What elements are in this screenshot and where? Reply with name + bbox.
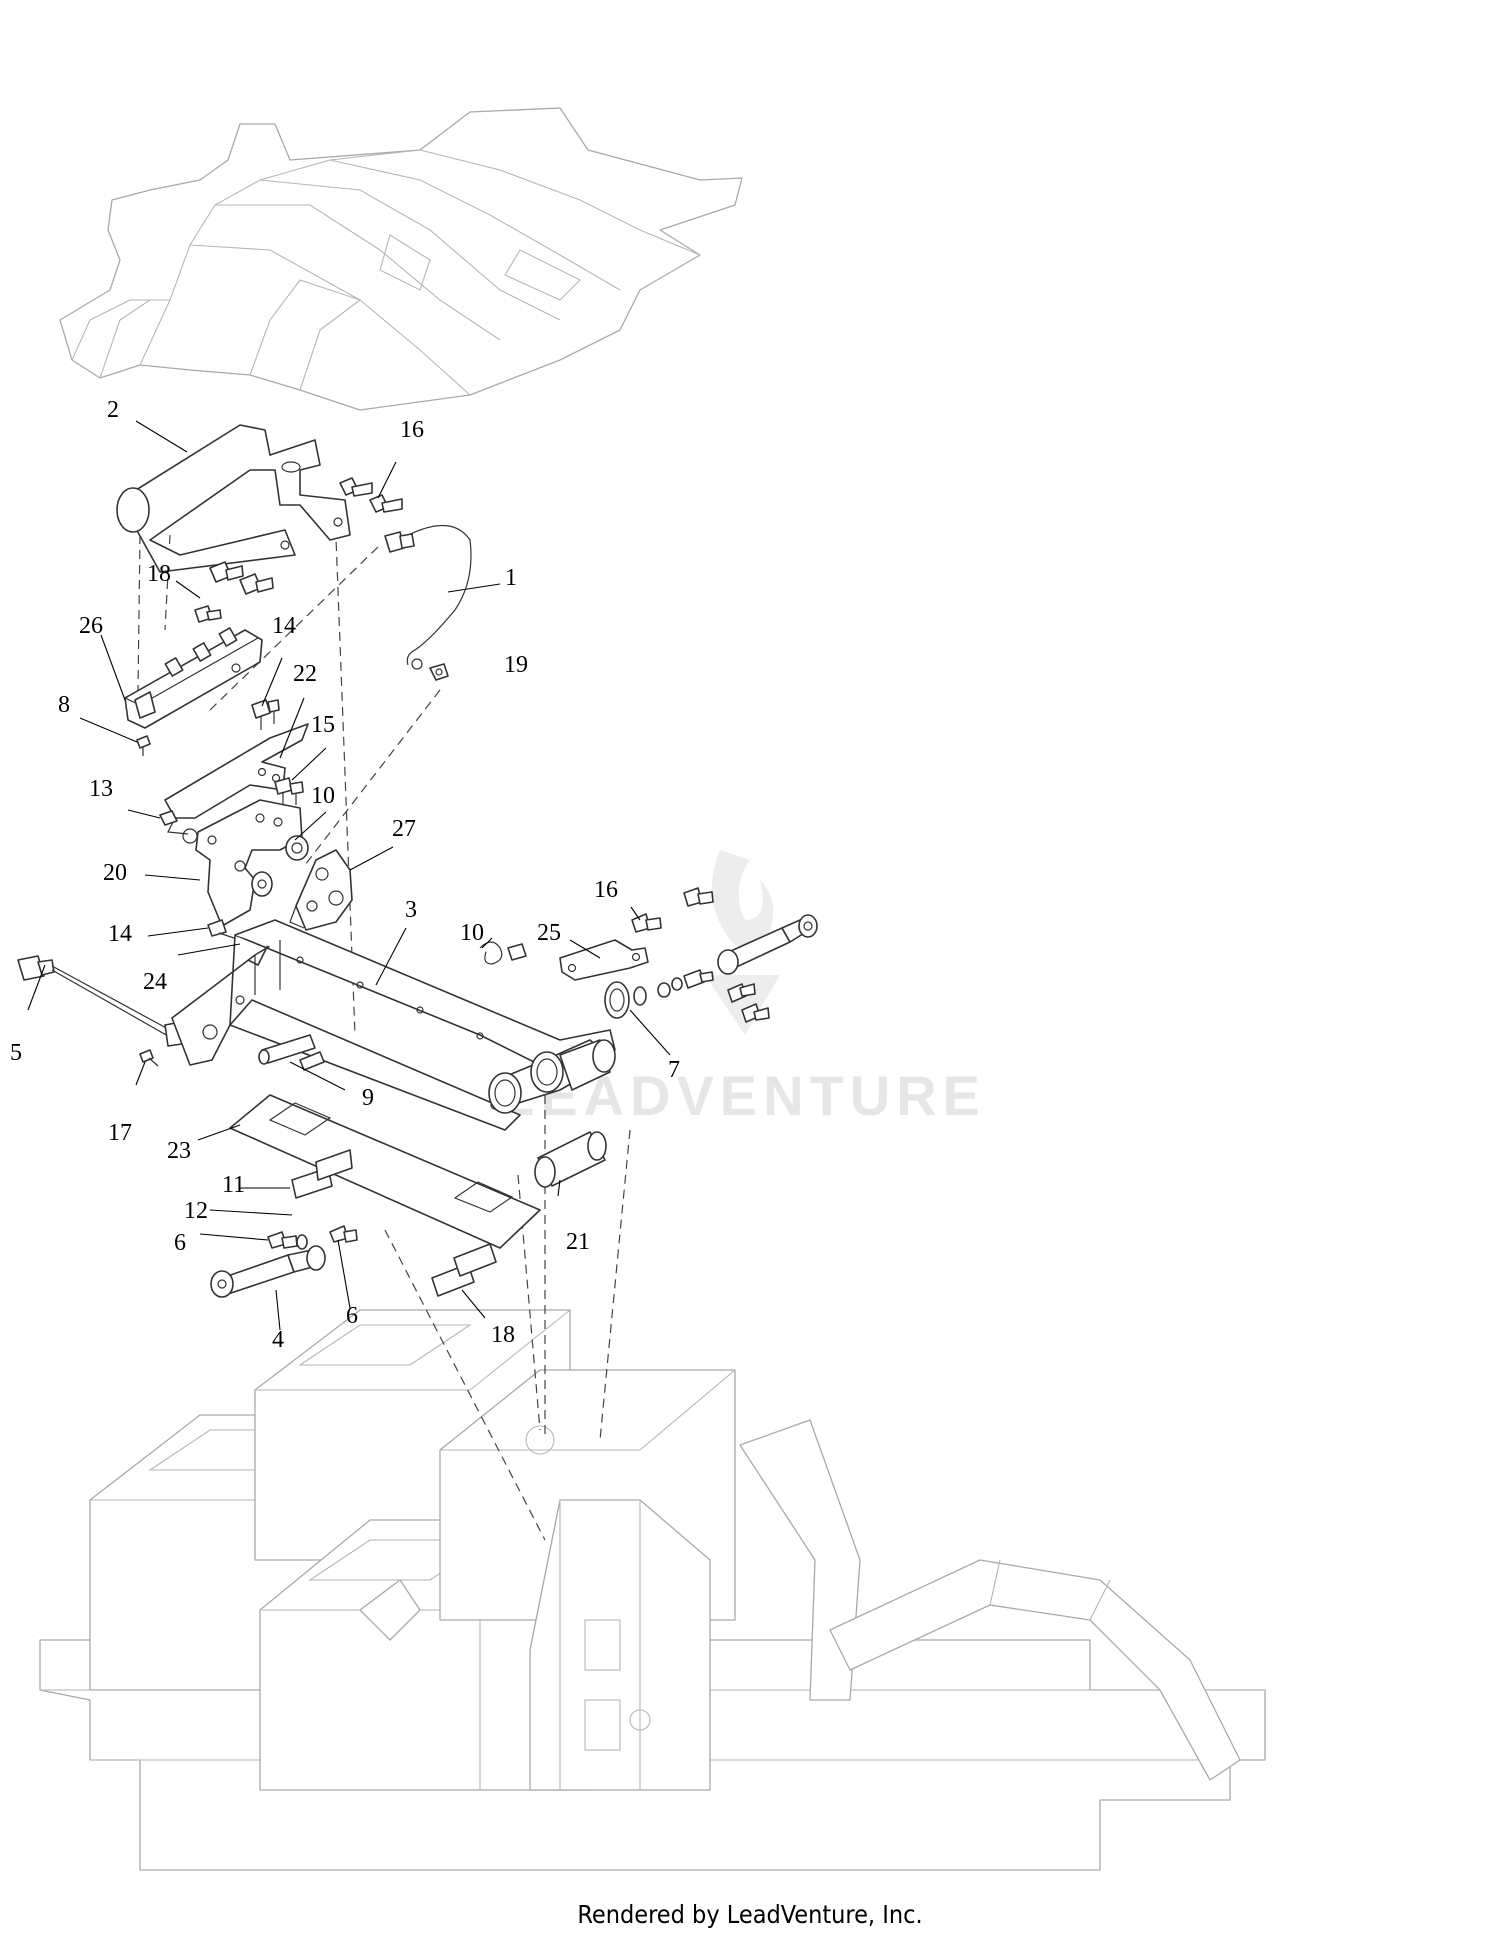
part-8-screw <box>136 735 151 756</box>
callout-21: 22 <box>293 661 317 687</box>
callout-19: 20 <box>103 860 127 886</box>
callout-16-right: 16 <box>594 877 618 903</box>
part-1-switch-cable <box>384 524 472 670</box>
callout-3: 3 <box>405 897 417 923</box>
alignment-lines <box>137 511 631 1541</box>
part-18-screw-right <box>429 663 449 681</box>
part-2-seat-bracket <box>116 424 351 573</box>
part-3-main-frame <box>171 919 616 1131</box>
callout-27: 27 <box>392 816 416 842</box>
callout-18-left: 18 <box>147 561 171 587</box>
part-22-bushing <box>534 1131 607 1188</box>
callout-14-lower: 14 <box>108 921 132 947</box>
part-9-pins <box>258 1034 325 1071</box>
callout-10-lower: 12 <box>184 1198 208 1224</box>
callout-23: 23 <box>167 1138 191 1164</box>
part-26-module-housing <box>124 627 263 729</box>
callout-14-upper: 14 <box>272 613 296 639</box>
part-14-screws-upper <box>251 699 280 730</box>
part-16-bolts-top <box>339 477 403 513</box>
part-16-bolts-right <box>631 887 714 933</box>
part-6-screws <box>267 1225 358 1250</box>
leader-lines <box>27 420 671 1331</box>
part-12-spring-nut <box>479 941 527 965</box>
callout-7: 7 <box>668 1057 680 1083</box>
callout-1: 1 <box>505 565 517 591</box>
callout-9: 9 <box>362 1085 374 1111</box>
callout-6-left: 6 <box>174 1230 186 1256</box>
part-15-screws <box>274 777 304 805</box>
part-5-harness <box>17 955 196 1047</box>
callout-26: 26 <box>79 613 103 639</box>
footer-credit: Rendered by LeadVenture, Inc. <box>577 1900 923 1929</box>
callout-20: 18 <box>491 1322 515 1348</box>
callout-5: 5 <box>10 1040 22 1066</box>
part-7-bushing <box>604 969 714 1019</box>
callout-8: 8 <box>58 692 70 718</box>
part-19-plate <box>195 799 303 927</box>
callout-16-top: 16 <box>400 417 424 443</box>
callout-10-upper: 11 <box>222 1172 245 1198</box>
callout-6-lower: 6 <box>346 1303 358 1329</box>
callout-24: 24 <box>143 969 167 995</box>
callout-2: 2 <box>107 397 119 423</box>
part-20-pads <box>431 1243 497 1297</box>
part-13-nut <box>159 810 198 844</box>
battery-frame-ghost <box>39 1309 1266 1871</box>
callout-18-right: 19 <box>504 652 528 678</box>
part-11-spacers <box>251 835 309 897</box>
body-panel-ghost <box>59 107 743 411</box>
callouts: 2 16 1 18 19 26 14 8 22 15 13 10 27 20 3… <box>10 397 680 1353</box>
callout-15: 15 <box>311 712 335 738</box>
part-23-plate <box>229 1094 541 1249</box>
watermark: LEADVENTURE <box>500 850 980 1127</box>
part-4-gas-spring <box>210 1245 326 1298</box>
callout-4: 4 <box>272 1327 284 1353</box>
callout-12: 10 <box>460 920 484 946</box>
callout-13: 13 <box>89 776 113 802</box>
bolts-cluster-left <box>194 561 274 623</box>
callout-11: 10 <box>311 783 335 809</box>
part-17-screw <box>139 1049 159 1067</box>
part-14-screw-lower <box>207 919 241 941</box>
part-25-bracket <box>559 939 649 981</box>
callout-25: 25 <box>537 920 561 946</box>
callout-17: 17 <box>108 1120 132 1146</box>
part-27-latch <box>289 849 353 931</box>
part-10-pads <box>291 1149 353 1199</box>
callout-22: 21 <box>566 1229 590 1255</box>
gas-spring-upper <box>717 914 818 1023</box>
